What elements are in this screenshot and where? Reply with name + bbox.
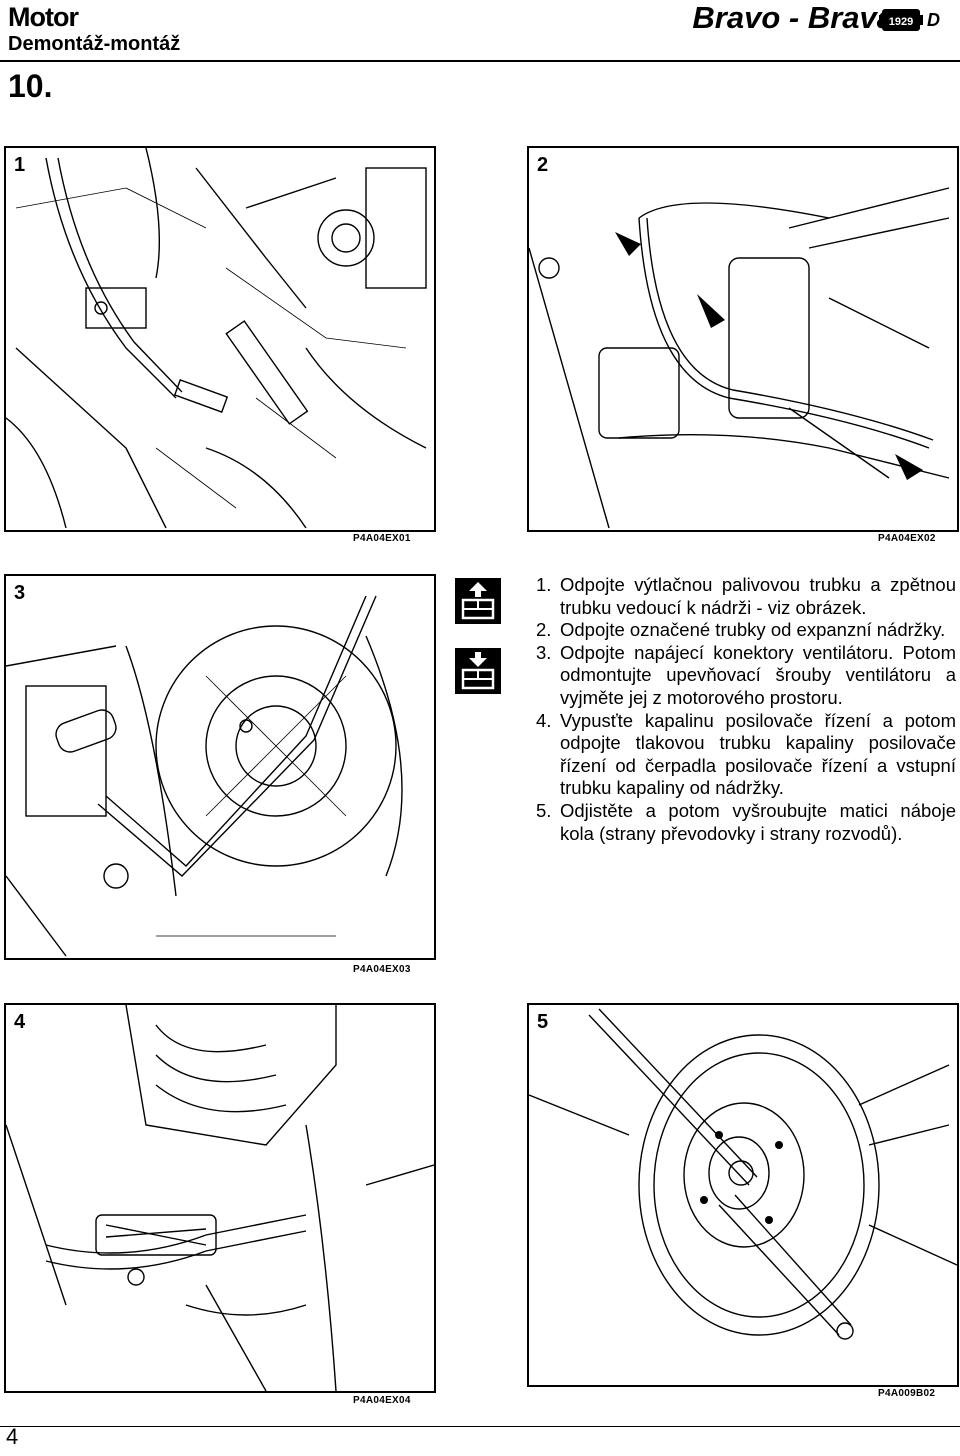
figure-caption: P4A04EX01 <box>353 533 411 544</box>
figure-caption: P4A009B02 <box>878 1388 936 1399</box>
section-title: Motor <box>8 2 79 32</box>
step-number: 1. <box>536 574 552 595</box>
figure-5: 5 <box>527 1003 959 1387</box>
step-number: 2. <box>536 619 552 641</box>
model-title: Bravo - Brava <box>692 0 894 35</box>
figure-4: 4 <box>4 1003 436 1393</box>
step-item: 1. Odpojte výtlačnou palivovou trubku a … <box>536 574 956 619</box>
figure-number: 3 <box>14 582 26 604</box>
step-text: Vypusťte kapalinu posilovače řízení a po… <box>560 709 956 799</box>
procedure-steps: 1. Odpojte výtlačnou palivovou trubku a … <box>536 574 956 845</box>
figure-caption: P4A04EX03 <box>353 964 411 975</box>
step-text: Odpojte označené trubky od expanzní nádr… <box>560 619 946 641</box>
figure-number: 2 <box>537 154 549 176</box>
figure-caption: P4A04EX02 <box>878 533 936 544</box>
step-item: 5. Odjistěte a potom vyšroubujte matici … <box>536 800 956 845</box>
step-item: 3. Odpojte napájecí konektory ventilátor… <box>536 642 956 710</box>
step-number: 3. <box>536 641 552 663</box>
figure-3: 3 <box>4 574 436 960</box>
engine-icon: 1929 <box>879 9 923 31</box>
step-text: Odjistěte a potom vyšroubujte matici náb… <box>560 799 956 844</box>
steering-pump-drawing-4 <box>6 1005 434 1391</box>
header-divider <box>0 60 960 62</box>
step-item: 4. Vypusťte kapalinu posilovače řízení a… <box>536 710 956 800</box>
removal-icon <box>455 578 501 624</box>
figure-1: 1 <box>4 146 436 532</box>
figure-number: 5 <box>537 1011 549 1033</box>
figure-number: 4 <box>14 1011 26 1033</box>
refitting-icon <box>455 648 501 694</box>
page-number: 4 <box>6 1424 19 1449</box>
engine-drawing-2 <box>529 187 950 529</box>
step-number: 4. <box>536 709 552 731</box>
engine-drawing-1 <box>6 148 427 529</box>
footer-divider <box>0 1426 960 1427</box>
step-text: Odpojte výtlačnou palivovou trubku a zpě… <box>560 574 956 618</box>
figure-2: 2 <box>527 146 959 532</box>
subsection-title: Demontáž-montáž <box>8 33 181 55</box>
step-item: 2. Odpojte označené trubky od expanzní n… <box>536 619 956 642</box>
procedure-number: 10. <box>8 68 53 104</box>
step-text: Odpojte napájecí konektory ventilátoru. … <box>560 641 956 708</box>
fan-drawing-3 <box>6 595 403 957</box>
variant-letter: D <box>927 10 940 30</box>
figure-caption: P4A04EX04 <box>353 1395 411 1406</box>
wheel-hub-drawing-5 <box>529 1008 957 1340</box>
step-number: 5. <box>536 799 552 821</box>
figure-number: 1 <box>14 154 26 176</box>
engine-code: 1929 <box>889 16 913 28</box>
